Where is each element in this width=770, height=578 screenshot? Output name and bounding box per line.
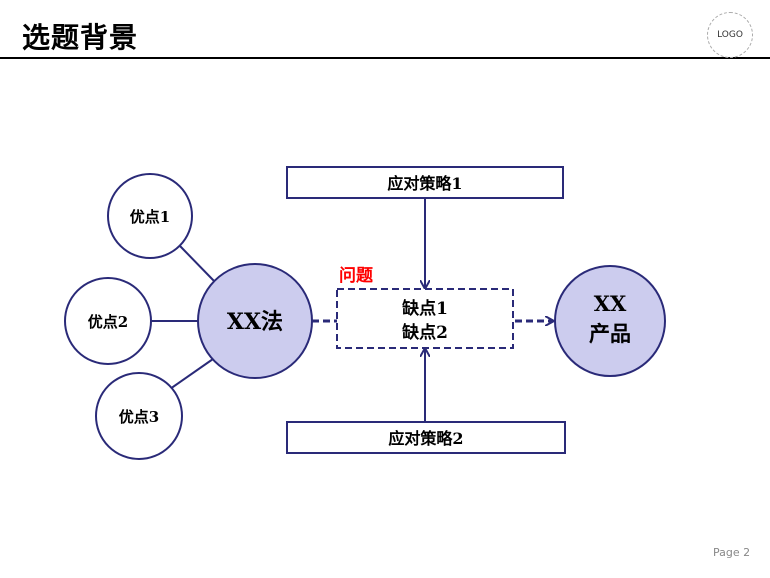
connector-3 <box>169 358 214 390</box>
method-circle <box>197 263 313 379</box>
logo: LOGO <box>707 12 753 58</box>
defect-2: 缺点2 <box>402 322 448 343</box>
advantage-circle-2 <box>64 277 152 365</box>
advantage-circle-3 <box>95 372 183 460</box>
page-number: Page 2 <box>713 546 751 559</box>
problem-label: 问题 <box>339 265 374 286</box>
defect-1: 缺点1 <box>402 298 448 319</box>
advantage-3: 优点3 <box>119 408 159 426</box>
advantage-circle-1 <box>107 173 193 259</box>
product-circle <box>554 265 666 377</box>
product-line-1: XX <box>594 291 627 316</box>
strategy-1: 应对策略1 <box>387 174 462 193</box>
advantage-1: 优点1 <box>130 208 170 226</box>
strategy-2: 应对策略2 <box>388 429 463 448</box>
strategy-box-2 <box>286 421 566 454</box>
method-label: XX法 <box>227 309 283 335</box>
connector-1 <box>179 245 216 283</box>
page-title: 选题背景 <box>22 21 139 54</box>
advantage-2: 优点2 <box>88 313 128 331</box>
header-divider <box>0 57 770 59</box>
product-line-2: 产品 <box>589 321 631 346</box>
strategy-box-1 <box>286 166 564 199</box>
defects-box <box>336 288 514 349</box>
